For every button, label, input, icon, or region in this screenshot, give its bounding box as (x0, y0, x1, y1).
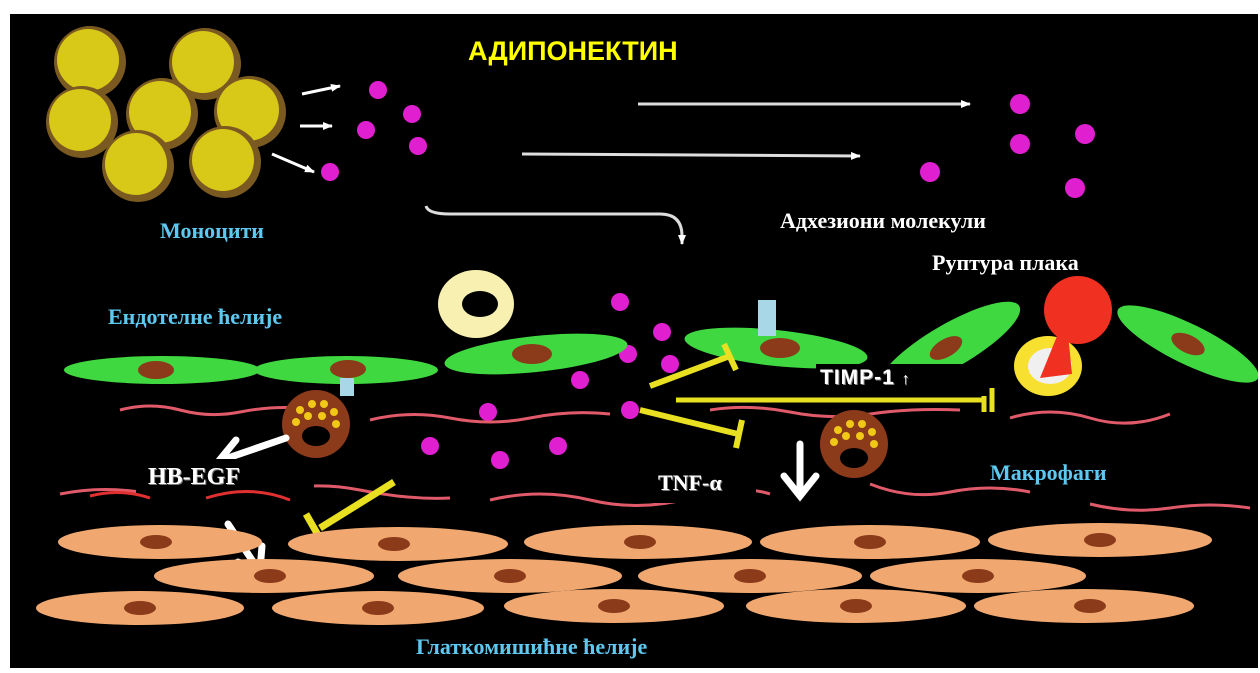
diagram-canvas: АДИПОНЕКТИН Моноцити Адхезиони молекули … (10, 14, 1258, 668)
arrow-icon (784, 444, 816, 496)
monocyte-cluster (46, 26, 286, 202)
label-macrophages: Макрофаги (990, 460, 1107, 486)
smooth-muscle-cell-icon (398, 559, 622, 593)
arrow-icon (302, 86, 340, 94)
monocyte-ring-icon (438, 270, 514, 338)
smooth-muscle-cell-icon (524, 525, 752, 559)
receptor-icon (758, 300, 776, 336)
label-endothelial-cells: Ендотелне ћелије (108, 304, 282, 330)
smooth-muscle-cell-icon (746, 589, 966, 623)
label-timp-text: TIMP-1 (820, 366, 895, 389)
smooth-muscle-cell-icon (288, 527, 508, 561)
smooth-muscle-cell-icon (272, 591, 484, 625)
smooth-muscle-cell-icon (974, 589, 1194, 623)
label-monocytes: Моноцити (160, 218, 264, 244)
label-plaque-rupture: Руптура плака (932, 250, 1079, 276)
inhibition-icon (640, 410, 742, 448)
label-smooth-muscle-cells: Глаткомишићне ћелије (416, 634, 647, 660)
monocyte-cell-icon (46, 86, 118, 158)
label-hb-egf: HB-EGF (148, 464, 240, 491)
increase-arrow-icon: ↑ (902, 371, 911, 388)
macrophage-icon (282, 390, 350, 458)
endothelial-cell-icon (64, 356, 260, 384)
smooth-muscle-layer (36, 523, 1212, 625)
smooth-muscle-cell-icon (36, 591, 244, 625)
arrow-icon (272, 154, 314, 172)
monocyte-cell-icon (102, 130, 174, 202)
smooth-muscle-cell-icon (760, 525, 980, 559)
monocyte-cell-icon (189, 126, 261, 198)
rupture-icon (1014, 276, 1112, 396)
diagram-graphics (10, 14, 1258, 668)
receptor-icon (340, 378, 354, 396)
macrophage-icon (820, 410, 888, 478)
smooth-muscle-cell-icon (58, 525, 262, 559)
label-tnf: TNF-α (658, 470, 722, 496)
label-timp: TIMP-1 ↑ (820, 366, 911, 390)
label-adhesion-molecules: Адхезиони молекули (780, 208, 986, 234)
smooth-muscle-cell-icon (638, 559, 862, 593)
diagram-title: АДИПОНЕКТИН (468, 36, 678, 67)
smooth-muscle-cell-icon (988, 523, 1212, 557)
smooth-muscle-cell-icon (504, 589, 724, 623)
smooth-muscle-cell-icon (154, 559, 374, 593)
smooth-muscle-cell-icon (870, 559, 1086, 593)
endothelial-cell-icon (1109, 292, 1258, 396)
arrow-icon (522, 154, 860, 156)
arrow-icon (426, 206, 682, 244)
